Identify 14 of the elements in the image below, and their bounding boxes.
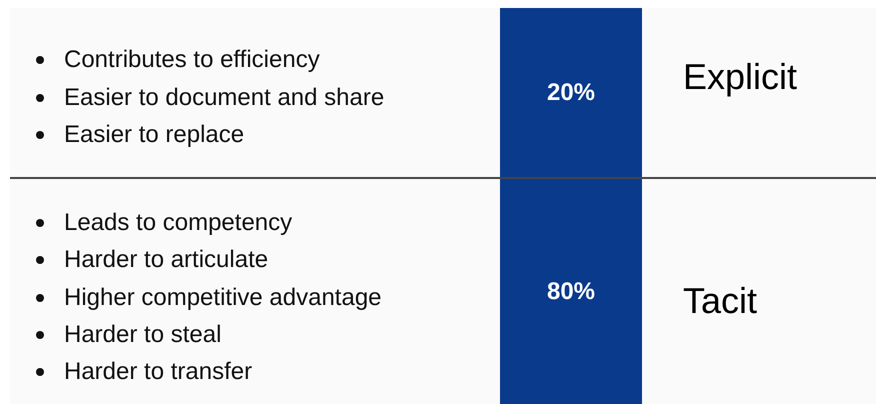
list-item-text: Harder to steal: [64, 321, 222, 349]
list-item-text: Contributes to efficiency: [64, 46, 320, 74]
percentage-bar: [500, 179, 642, 404]
list-item-text: Easier to document and share: [64, 84, 384, 112]
list-item-text: Leads to competency: [64, 209, 292, 237]
percentage-value: 20%: [546, 79, 596, 107]
list-item-text: Harder to articulate: [64, 246, 268, 274]
list-item-text: Harder to transfer: [64, 358, 252, 386]
category-heading: Explicit: [683, 56, 798, 98]
percentage-bar: [500, 8, 642, 178]
list-item-text: Easier to replace: [64, 121, 244, 149]
category-heading: Tacit: [683, 280, 758, 322]
list-item-text: Higher competitive advantage: [64, 284, 382, 312]
percentage-value: 80%: [546, 278, 596, 306]
